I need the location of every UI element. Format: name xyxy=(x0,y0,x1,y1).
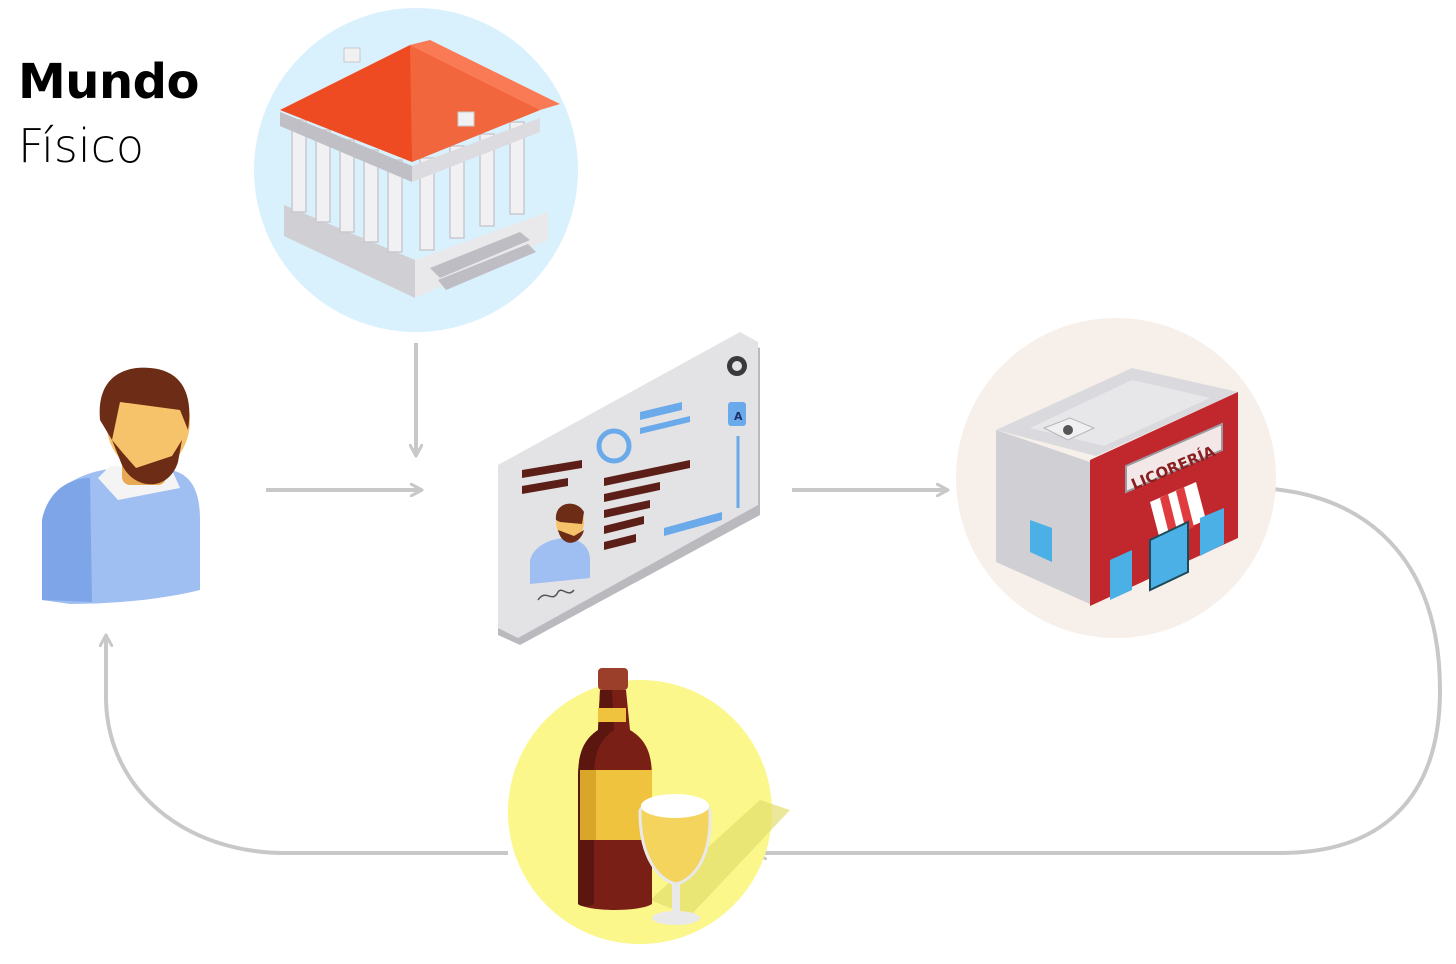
beer-glass-icon xyxy=(638,794,712,925)
beer-bottle-icon xyxy=(578,668,652,910)
liquor-store-icon: LICORERÍA xyxy=(956,318,1276,638)
connector-arrows xyxy=(106,343,1443,855)
diagram-title: Mundo Físico xyxy=(18,50,199,178)
id-card-icon: A xyxy=(498,332,760,645)
government-building-icon xyxy=(254,8,578,332)
store-awning xyxy=(1150,482,1206,540)
arrow-store-to-drink xyxy=(755,486,1443,853)
title-line-2: Físico xyxy=(18,119,145,173)
person-icon xyxy=(42,367,200,604)
card-badge-letter: A xyxy=(734,410,743,423)
arrow-drink-to-person xyxy=(106,635,508,855)
card-photo-person xyxy=(530,503,590,584)
title-line-1: Mundo xyxy=(18,54,199,110)
drink-group xyxy=(508,668,790,944)
